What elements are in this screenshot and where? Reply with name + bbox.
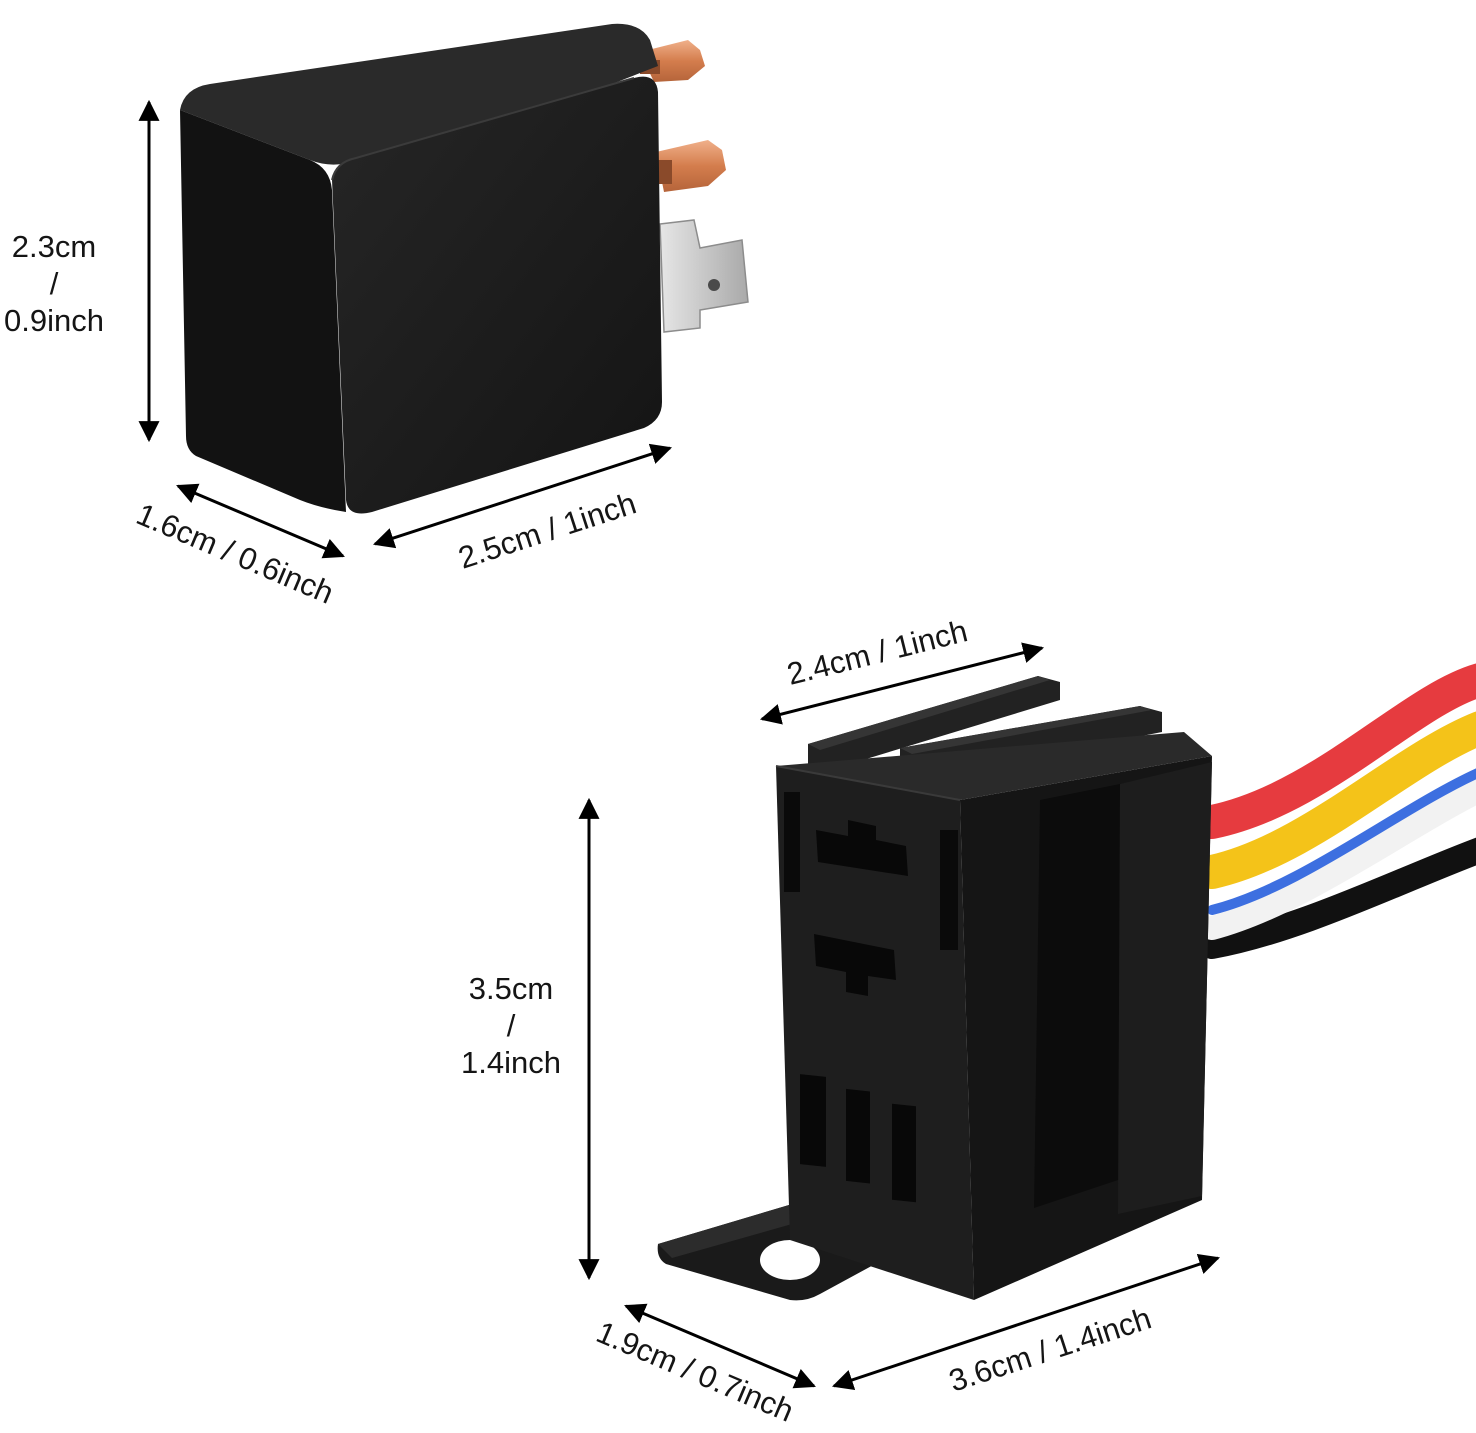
relay-body	[180, 23, 662, 514]
socket-depth-arrow	[624, 1303, 816, 1389]
relay-terminal-silver	[659, 219, 749, 333]
mounting-hole	[760, 1240, 820, 1280]
socket-height-inch: 1.4inch	[461, 1045, 561, 1080]
relay-height-separator: /	[49, 266, 59, 301]
socket-wire-bundle	[1195, 663, 1476, 959]
socket-height-cm: 3.5cm	[468, 971, 554, 1006]
relay-terminal-copper-middle	[656, 140, 726, 192]
relay-height-cm: 2.3cm	[11, 229, 97, 264]
socket-top-width-arrow	[759, 642, 1045, 725]
relay-height-inch: 0.9inch	[4, 303, 104, 338]
socket-height-separator: /	[506, 1008, 516, 1043]
socket-width-arrow	[832, 1254, 1220, 1390]
relay-width-arrow	[373, 443, 672, 549]
socket-body	[657, 676, 1212, 1301]
relay-depth-arrow	[176, 483, 345, 559]
relay-height-label: 2.3cm / 0.9inch	[0, 228, 108, 339]
socket-height-label: 3.5cm / 1.4inch	[452, 970, 570, 1081]
